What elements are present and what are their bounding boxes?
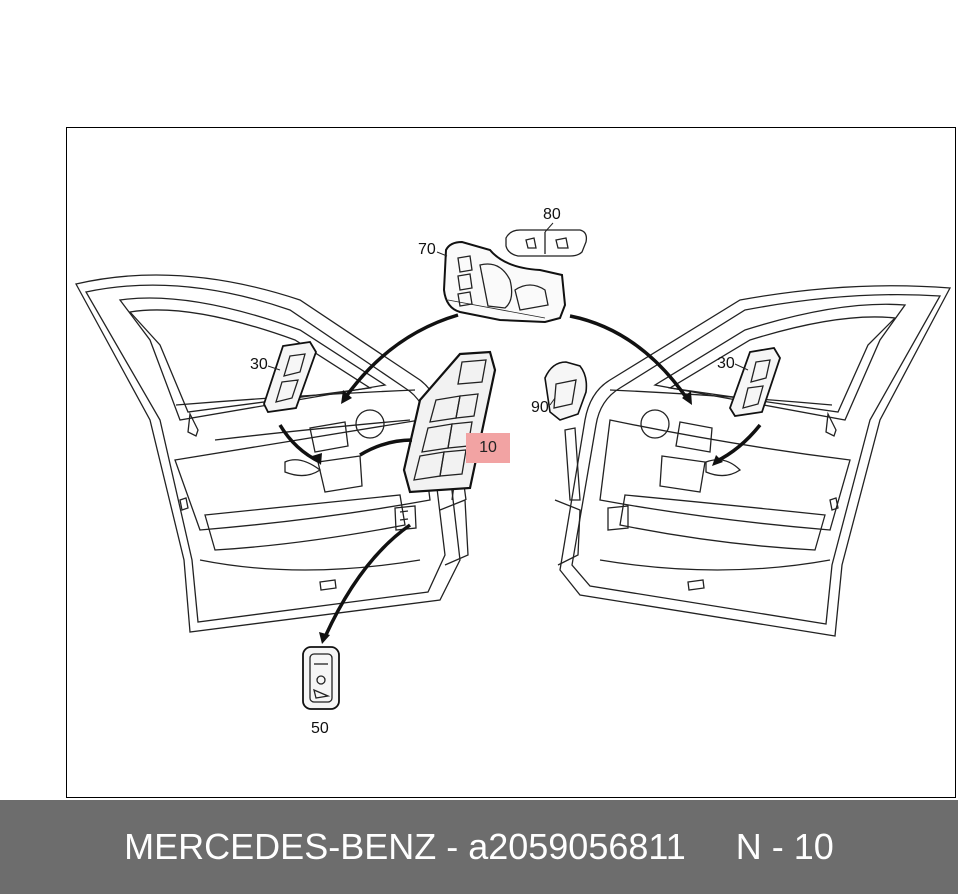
callout-10-highlighted: 10 — [466, 433, 510, 463]
part-30-left-seat-memory-switch[interactable] — [263, 341, 317, 413]
footer-dash: - — [436, 826, 469, 867]
footer-brand: MERCEDES-BENZ — [124, 826, 437, 867]
parts-diagram — [75, 222, 952, 710]
footer-position: N - 10 — [735, 826, 834, 867]
part-90-switch[interactable] — [544, 361, 588, 421]
footer-part-number: a2059056811 — [468, 826, 686, 867]
part-30-right-seat-memory-switch[interactable] — [729, 347, 781, 417]
part-70-seat-adjust-switch[interactable] — [442, 240, 567, 324]
diagram-frame — [66, 127, 956, 798]
leader-lines — [267, 222, 749, 406]
arrow-heads — [312, 390, 723, 644]
part-50-switch[interactable] — [302, 646, 340, 710]
footer-bar: MERCEDES-BENZ - a2059056811 N - 10 — [0, 800, 958, 894]
callout-70: 70 — [418, 241, 436, 258]
right-door-panel — [554, 285, 952, 637]
callout-50: 50 — [311, 720, 329, 737]
part-10-window-switch-block[interactable] — [402, 350, 497, 494]
part-80-seat-switch-cover — [505, 229, 588, 257]
callout-80: 80 — [543, 206, 561, 223]
callout-30-left: 30 — [250, 356, 268, 373]
callout-30-right: 30 — [717, 355, 735, 372]
callout-90: 90 — [531, 399, 549, 416]
